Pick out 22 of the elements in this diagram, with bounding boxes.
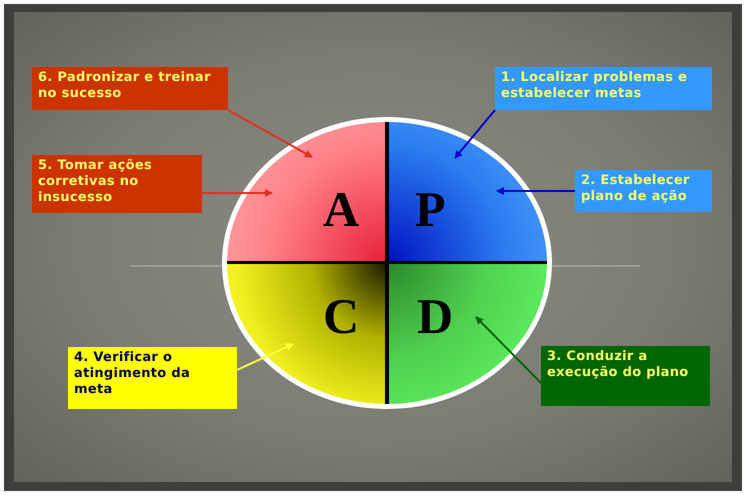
step-label: 2. Estabelecer plano de ação [581, 173, 690, 204]
label-box [575, 170, 712, 212]
arrow [454, 109, 496, 159]
arrow [228, 109, 313, 158]
arrow [202, 189, 273, 197]
step-label: 6. Padronizar e treinar no sucesso [38, 70, 211, 101]
step-label: 5. Tomar ações corretivas no insucesso [38, 158, 152, 205]
step-label: 3. Conduzir a execução do plano [547, 349, 688, 380]
label-box [32, 155, 202, 213]
label-box [32, 67, 228, 110]
label-box [68, 347, 237, 409]
label-box [541, 346, 710, 406]
quadrant-letter: A [323, 184, 360, 234]
arrow [236, 343, 294, 371]
quadrant-letter: P [415, 184, 446, 234]
quadrant-letter: D [417, 291, 454, 341]
quadrant-letter: C [323, 291, 360, 341]
arrow [475, 316, 542, 384]
arrow [496, 187, 575, 195]
step-label: 4. Verificar o atingimento da meta [74, 350, 190, 397]
label-box [495, 67, 712, 110]
step-label: 1. Localizar problemas e estabelecer metas [501, 70, 688, 101]
